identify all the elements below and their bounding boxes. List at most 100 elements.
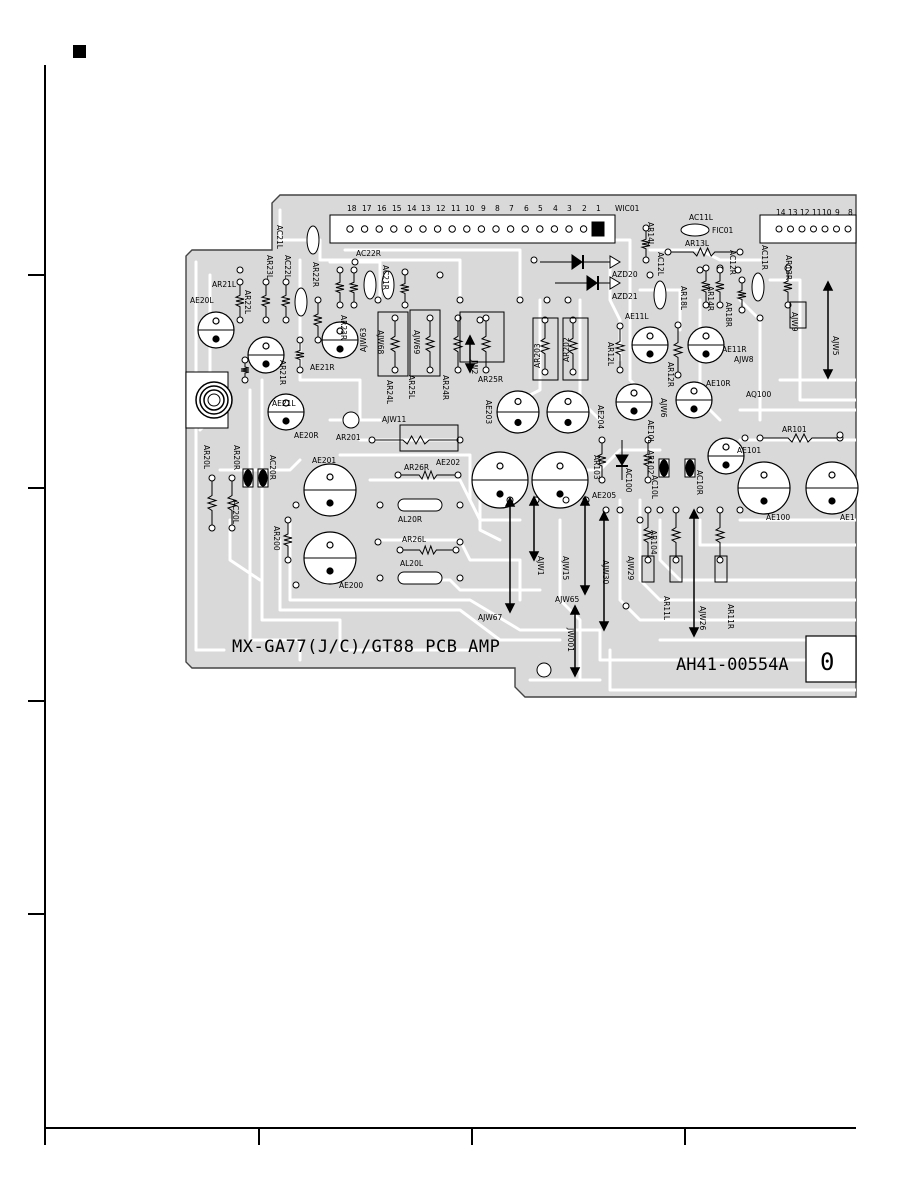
jumper-arrow xyxy=(569,604,581,678)
label-AR21L: AR21L xyxy=(212,280,237,289)
mounting-hole xyxy=(185,371,233,429)
board-title: MX-GA77(J/C)/GT88 PCB AMP xyxy=(232,637,500,657)
connector-pin xyxy=(360,225,369,233)
jumper-body xyxy=(377,311,409,377)
label-AE205: AE205 xyxy=(592,491,616,500)
pin-label-r8: 8 xyxy=(848,208,853,217)
resistor xyxy=(670,506,682,564)
diode-ac100 xyxy=(615,440,629,480)
pin-label-15: 15 xyxy=(392,204,402,213)
left-tick-2 xyxy=(28,487,46,489)
label-AJW8: AJW8 xyxy=(734,355,754,364)
label-AR18R: AR18R xyxy=(724,302,733,327)
electrolytic-capacitor xyxy=(737,461,791,515)
label-AE20R: AE20R xyxy=(294,431,319,440)
connector-pin xyxy=(375,225,383,233)
resistor xyxy=(348,266,359,309)
connector-pin xyxy=(492,225,500,233)
label-AE21R: AE21R xyxy=(310,363,335,372)
label-AC22R: AC22R xyxy=(356,249,381,258)
pad xyxy=(741,434,749,442)
pad xyxy=(530,256,538,264)
label-AR203: AR203 xyxy=(533,343,542,368)
jumper-body xyxy=(409,309,441,377)
electrolytic-capacitor xyxy=(615,383,653,421)
jumper-arrow xyxy=(822,280,834,380)
resistor xyxy=(664,246,744,258)
label-AR20R: AR20R xyxy=(232,445,241,470)
electrolytic-capacitor xyxy=(805,461,859,515)
label-AR201: AR201 xyxy=(336,433,361,442)
resistor xyxy=(596,436,607,484)
jumper-body xyxy=(641,555,655,583)
connector-pin xyxy=(787,225,794,233)
pin-label-12: 12 xyxy=(436,204,446,213)
label-AR202: AR202 xyxy=(562,337,571,362)
connector-pin xyxy=(433,225,442,233)
label-AR24L: AR24L xyxy=(385,380,394,405)
connector-pin xyxy=(448,225,456,233)
label-AE203: AE203 xyxy=(484,400,493,424)
label-AC12R: AC12R xyxy=(728,250,737,275)
pad xyxy=(543,296,551,304)
pad xyxy=(456,538,464,546)
label-AE1: AE1 xyxy=(840,513,855,522)
left-tick-3 xyxy=(28,700,46,702)
jumper-arrow xyxy=(688,508,700,638)
pad xyxy=(516,296,524,304)
diode-azd21 xyxy=(555,275,621,291)
bottom-frame-line xyxy=(44,1127,856,1129)
pad xyxy=(734,266,742,274)
pad xyxy=(564,296,572,304)
label-AE21L: AE21L xyxy=(272,399,296,408)
resistor xyxy=(399,268,410,309)
electrolytic-capacitor xyxy=(631,326,669,364)
pin-label-1: 1 xyxy=(596,204,601,213)
label-AR24R: AR24R xyxy=(441,375,450,400)
pin-label-r14: 14 xyxy=(776,208,786,217)
label-AR11L: AR11L xyxy=(662,596,671,621)
connector-pin xyxy=(536,225,544,233)
pad xyxy=(292,581,300,589)
connector-pin-labels: 18 17 16 15 14 13 12 11 10 9 8 7 6 5 4 3… xyxy=(347,204,853,217)
left-frame-line xyxy=(44,65,46,1145)
pad xyxy=(351,258,359,266)
electrolytic-capacitor xyxy=(546,390,590,434)
connector-pin xyxy=(821,225,829,233)
connector-pin xyxy=(390,225,398,233)
label-AR200: AR200 xyxy=(272,526,281,551)
pin-label-r10: 10 xyxy=(822,208,832,217)
label-AE10R: AE10R xyxy=(706,379,731,388)
jumper-arrow xyxy=(464,334,476,374)
pad xyxy=(374,538,382,546)
label-AJW9: AJW9 xyxy=(790,312,799,332)
resistor xyxy=(226,474,238,532)
label-AJW26: AJW26 xyxy=(698,606,707,631)
resistor xyxy=(396,544,460,556)
label-AR13L: AR13L xyxy=(685,239,710,248)
label-AJW29: AJW29 xyxy=(626,556,635,581)
pin-label-18: 18 xyxy=(347,204,357,213)
connector-pin xyxy=(775,225,783,233)
resistor xyxy=(452,314,464,374)
label-AC12L: AC12L xyxy=(656,252,665,277)
pin-label-r9: 9 xyxy=(835,208,840,217)
label-AR21R: AR21R xyxy=(278,360,287,385)
label-AL20R: AL20R xyxy=(398,515,422,524)
resistor xyxy=(539,316,551,376)
electrolytic-capacitor xyxy=(247,336,285,374)
electrolytic-capacitor xyxy=(707,437,745,475)
label-AE20L: AE20L xyxy=(190,296,214,305)
pad xyxy=(476,316,484,324)
label-AR11R: AR11R xyxy=(726,604,735,629)
section-marker-square xyxy=(73,45,86,58)
pin-label-r12: 12 xyxy=(800,208,810,217)
resistor xyxy=(714,506,726,564)
pin-label-17: 17 xyxy=(362,204,372,213)
pin-label-7: 7 xyxy=(509,204,514,213)
connector-pin xyxy=(521,225,529,233)
resistor xyxy=(312,296,323,344)
resistor xyxy=(614,322,626,374)
